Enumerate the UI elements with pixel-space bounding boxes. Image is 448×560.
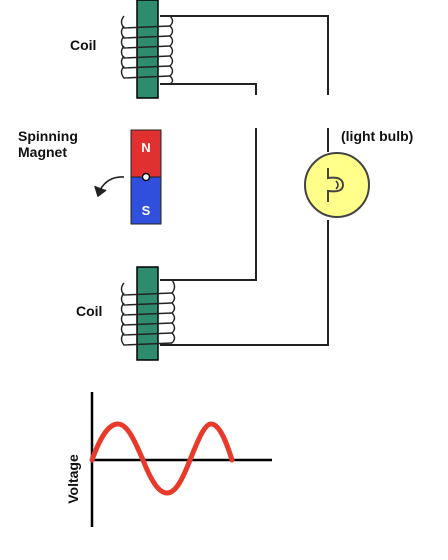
top-coil-label: Coil [70,37,97,53]
light-bulb-icon [304,152,370,218]
voltage-graph [89,392,272,527]
magnet-pivot [141,172,151,182]
magnet-south-label: S [142,203,151,218]
top-coil [120,0,174,99]
magnet-north-label: N [141,140,150,155]
bulb-label: (light bulb) [341,128,414,144]
bottom-coil-windings [120,279,176,346]
magnet-label-line2: Magnet [18,144,67,160]
top-coil-core [136,0,159,99]
voltage-axis-label: Voltage [65,454,81,504]
circuit-wires [160,15,329,346]
bottom-coil [120,266,176,361]
sine-wave [89,421,235,496]
top-coil-windings [120,15,174,85]
magnet-south-pole [130,176,162,225]
rotation-arrow-icon [94,176,125,197]
magnet-label-line1: Spinning [18,128,78,144]
spinning-magnet: N S [130,129,162,225]
magnet-north-pole [130,129,162,178]
bottom-coil-label: Coil [76,303,103,319]
